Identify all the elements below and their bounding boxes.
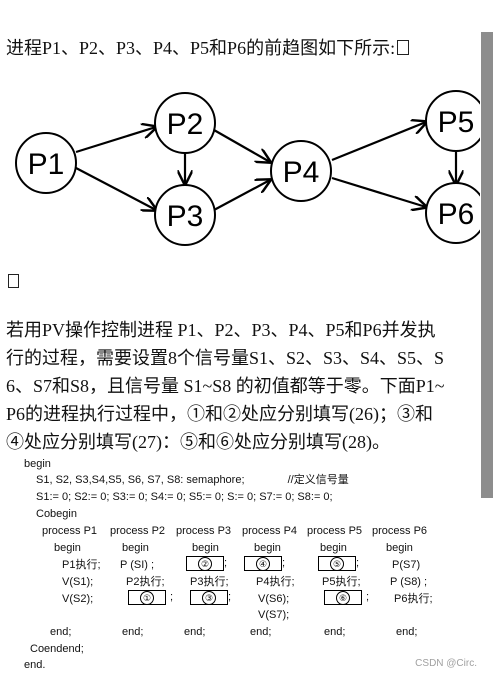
answer-box-2: ②: [186, 555, 224, 571]
process-header-p3: process P3: [176, 525, 232, 537]
node-label: P2: [167, 108, 204, 141]
p4-stmt-1: P4执行;: [256, 576, 295, 588]
p3-stmt-exec: P3执行;: [190, 576, 229, 588]
p2-stmt-2: P2执行;: [126, 576, 165, 588]
node-p4: P4: [270, 140, 332, 202]
answer-number: ①: [140, 590, 154, 605]
p3-slot-3: ③;: [190, 589, 231, 605]
node-label: P3: [167, 200, 204, 233]
process-header-p2: process P2: [110, 525, 166, 537]
p4-slot-4: ④;: [244, 555, 285, 571]
node-label: P4: [283, 156, 320, 189]
semicolon: ;: [366, 591, 370, 603]
semicolon: ;: [282, 557, 286, 569]
answer-box-6: ⑥: [324, 589, 362, 605]
answer-number: ④: [256, 556, 270, 571]
p5-end: end;: [324, 626, 346, 638]
p6-stmt-2: P (S8) ;: [390, 576, 428, 588]
answer-number: ⑤: [330, 556, 344, 571]
p4-end: end;: [250, 626, 272, 638]
edge-p4-p6: [331, 176, 426, 207]
p5-slot-6: ⑥;: [324, 589, 369, 605]
semicolon: ;: [224, 557, 228, 569]
code-decl-comment: //定义信号量: [287, 474, 349, 486]
p1-stmt-1: P1执行;: [62, 559, 101, 571]
answer-number: ②: [198, 556, 212, 571]
answer-number: ③: [202, 590, 216, 605]
paragraph-line: 若用PV操作控制进程 P1、P2、P3、P4、P5和P6并发执: [6, 320, 436, 340]
edge-p1-p3: [75, 167, 156, 210]
code-coend: Coendend;: [30, 643, 84, 655]
code-init: S1:= 0; S2:= 0; S3:= 0; S4:= 0; S5:= 0; …: [36, 491, 333, 503]
answer-box-1: ①: [128, 589, 166, 605]
intro-text: 进程P1、P2、P3、P4、P5和P6的前趋图如下所示:: [6, 34, 410, 60]
edge-p2-p4: [213, 129, 270, 162]
node-p6: P6: [425, 182, 480, 244]
node-label: P1: [28, 148, 65, 181]
node-label: P5: [438, 106, 475, 139]
answer-box-4: ④: [244, 555, 282, 571]
node-p1: P1: [15, 132, 77, 194]
node-p5: P5: [425, 90, 480, 152]
p1-end: end;: [50, 626, 72, 638]
p4-stmt-2: V(S6);: [258, 593, 290, 605]
p5-slot-5: ⑤;: [318, 555, 359, 571]
code-decl-text: S1, S2, S3,S4,S5, S6, S7, S8: semaphore;: [36, 474, 245, 486]
paragraph-line: P6的进程执行过程中，①和②处应分别填写(26)；③和: [6, 404, 433, 424]
code-decl: S1, S2, S3,S4,S5, S6, S7, S8: semaphore;…: [36, 472, 349, 488]
process-header-p5: process P5: [307, 525, 363, 537]
p4-stmt-3: V(S7);: [258, 609, 290, 621]
code-begin: begin: [24, 458, 51, 470]
process-header-p6: process P6: [372, 525, 428, 537]
intro-sentence: 进程P1、P2、P3、P4、P5和P6的前趋图如下所示:: [6, 38, 396, 58]
precedence-graph: P1 P2 P3 P4 P5 P6: [15, 90, 480, 246]
semicolon: ;: [228, 591, 232, 603]
p6-begin: begin: [386, 542, 413, 554]
p1-begin: begin: [54, 542, 81, 554]
answer-box-5: ⑤: [318, 555, 356, 571]
p1-stmt-2: V(S1);: [62, 576, 94, 588]
p3-end: end;: [184, 626, 206, 638]
edge-p4-p5: [331, 122, 426, 162]
edge-p3-p4: [213, 180, 270, 211]
code-end: end.: [24, 659, 46, 671]
code-cobegin: Cobegin: [36, 508, 77, 520]
p6-stmt-3: P6执行;: [394, 593, 433, 605]
semicolon: ;: [170, 591, 174, 603]
p5-stmt-exec: P5执行;: [322, 576, 361, 588]
node-label: P6: [438, 198, 475, 231]
missing-glyph-icon: [397, 40, 410, 55]
p2-stmt-1: P (SI) ;: [120, 559, 155, 571]
semicolon: ;: [356, 557, 360, 569]
node-p2: P2: [154, 92, 216, 154]
p3-begin: begin: [192, 542, 219, 554]
p3-slot-2: ②;: [186, 555, 227, 571]
edge-p1-p2: [75, 127, 156, 154]
paragraph-line: 6、S7和S8，且信号量 S1~S8 的初值都等于零。下面P1~: [6, 376, 445, 396]
process-header-p1: process P1: [42, 525, 98, 537]
paragraph-line: 行的过程，需要设置8个信号量S1、S2、S3、S4、S5、S: [6, 348, 445, 368]
p1-stmt-3: V(S2);: [62, 593, 94, 605]
process-header-p4: process P4: [242, 525, 298, 537]
p5-begin: begin: [320, 542, 347, 554]
node-p3: P3: [154, 184, 216, 246]
question-paragraph: 若用PV操作控制进程 P1、P2、P3、P4、P5和P6并发执 行的过程，需要设…: [6, 316, 484, 456]
p2-begin: begin: [122, 542, 149, 554]
answer-number: ⑥: [336, 590, 350, 605]
p6-end: end;: [396, 626, 418, 638]
p2-end: end;: [122, 626, 144, 638]
p6-stmt-1: P(S7): [392, 559, 421, 571]
watermark: CSDN @Circ.: [415, 658, 477, 669]
p2-slot-1: ①;: [128, 589, 173, 605]
scrollbar[interactable]: [481, 32, 493, 498]
missing-glyph-icon: [8, 274, 19, 288]
paragraph-line: ④处应分别填写(27)：⑤和⑥处应分别填写(28)。: [6, 432, 390, 452]
p4-begin: begin: [254, 542, 281, 554]
answer-box-3: ③: [190, 589, 228, 605]
